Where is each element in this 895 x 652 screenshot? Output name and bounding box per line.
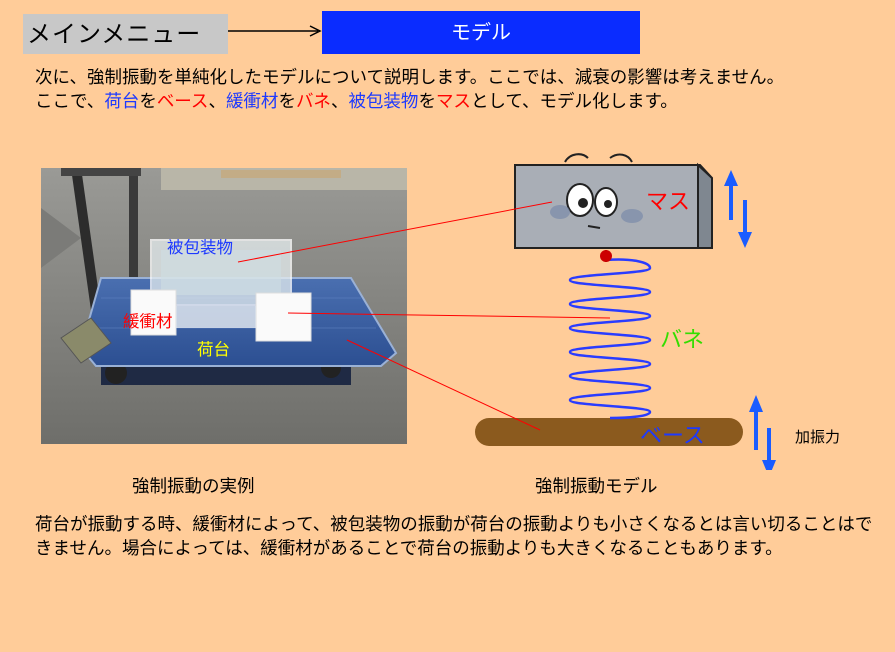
- text-part: 、: [208, 92, 226, 112]
- arrow-icon: [228, 25, 322, 37]
- text-part: を: [418, 92, 436, 112]
- model-label-mass: マス: [646, 190, 691, 215]
- term-cargo: 荷台: [104, 92, 140, 112]
- intro-line-2: ここで、荷台をベース、緩衝材をバネ、被包装物をマスとして、モデル化します。: [35, 90, 865, 114]
- spring-mass-model: マス バネ ベース: [470, 150, 870, 477]
- term-spring: バネ: [295, 92, 331, 112]
- force-label: 加振力: [795, 428, 841, 446]
- text-part: として、モデル化します。: [470, 92, 678, 112]
- intro-text: 次に、強制振動を単純化したモデルについて説明します。ここでは、減衰の影響は考えま…: [35, 66, 865, 114]
- base-plate: [475, 418, 743, 446]
- text-part: を: [139, 92, 157, 112]
- mass-oscillation-arrows: [724, 170, 752, 248]
- spring-coil: [568, 258, 652, 420]
- text-part: ここで、: [35, 92, 105, 112]
- base-excitation-arrows: [749, 395, 776, 477]
- term-package: 被包装物: [348, 92, 419, 112]
- text-part: を: [278, 92, 296, 112]
- photo-caption: 強制振動の実例: [132, 477, 255, 497]
- model-caption: 強制振動モデル: [535, 477, 658, 497]
- text-part: 、: [330, 92, 349, 112]
- term-base: ベース: [156, 92, 209, 112]
- main-menu-button[interactable]: メインメニュー: [23, 14, 228, 54]
- page-title: モデル: [322, 11, 640, 54]
- intro-line-1: 次に、強制振動を単純化したモデルについて説明します。ここでは、減衰の影響は考えま…: [35, 68, 785, 88]
- model-label-spring: バネ: [660, 328, 705, 353]
- explanation-text: 荷台が振動する時、緩衝材によって、被包装物の振動が荷台の振動よりも小さくなるとは…: [35, 515, 873, 559]
- model-label-base: ベース: [640, 424, 705, 449]
- term-mass: マス: [435, 92, 471, 112]
- term-cushion: 緩衝材: [225, 92, 279, 112]
- cart-photo: 被包装物 緩衝材 荷台: [41, 168, 407, 444]
